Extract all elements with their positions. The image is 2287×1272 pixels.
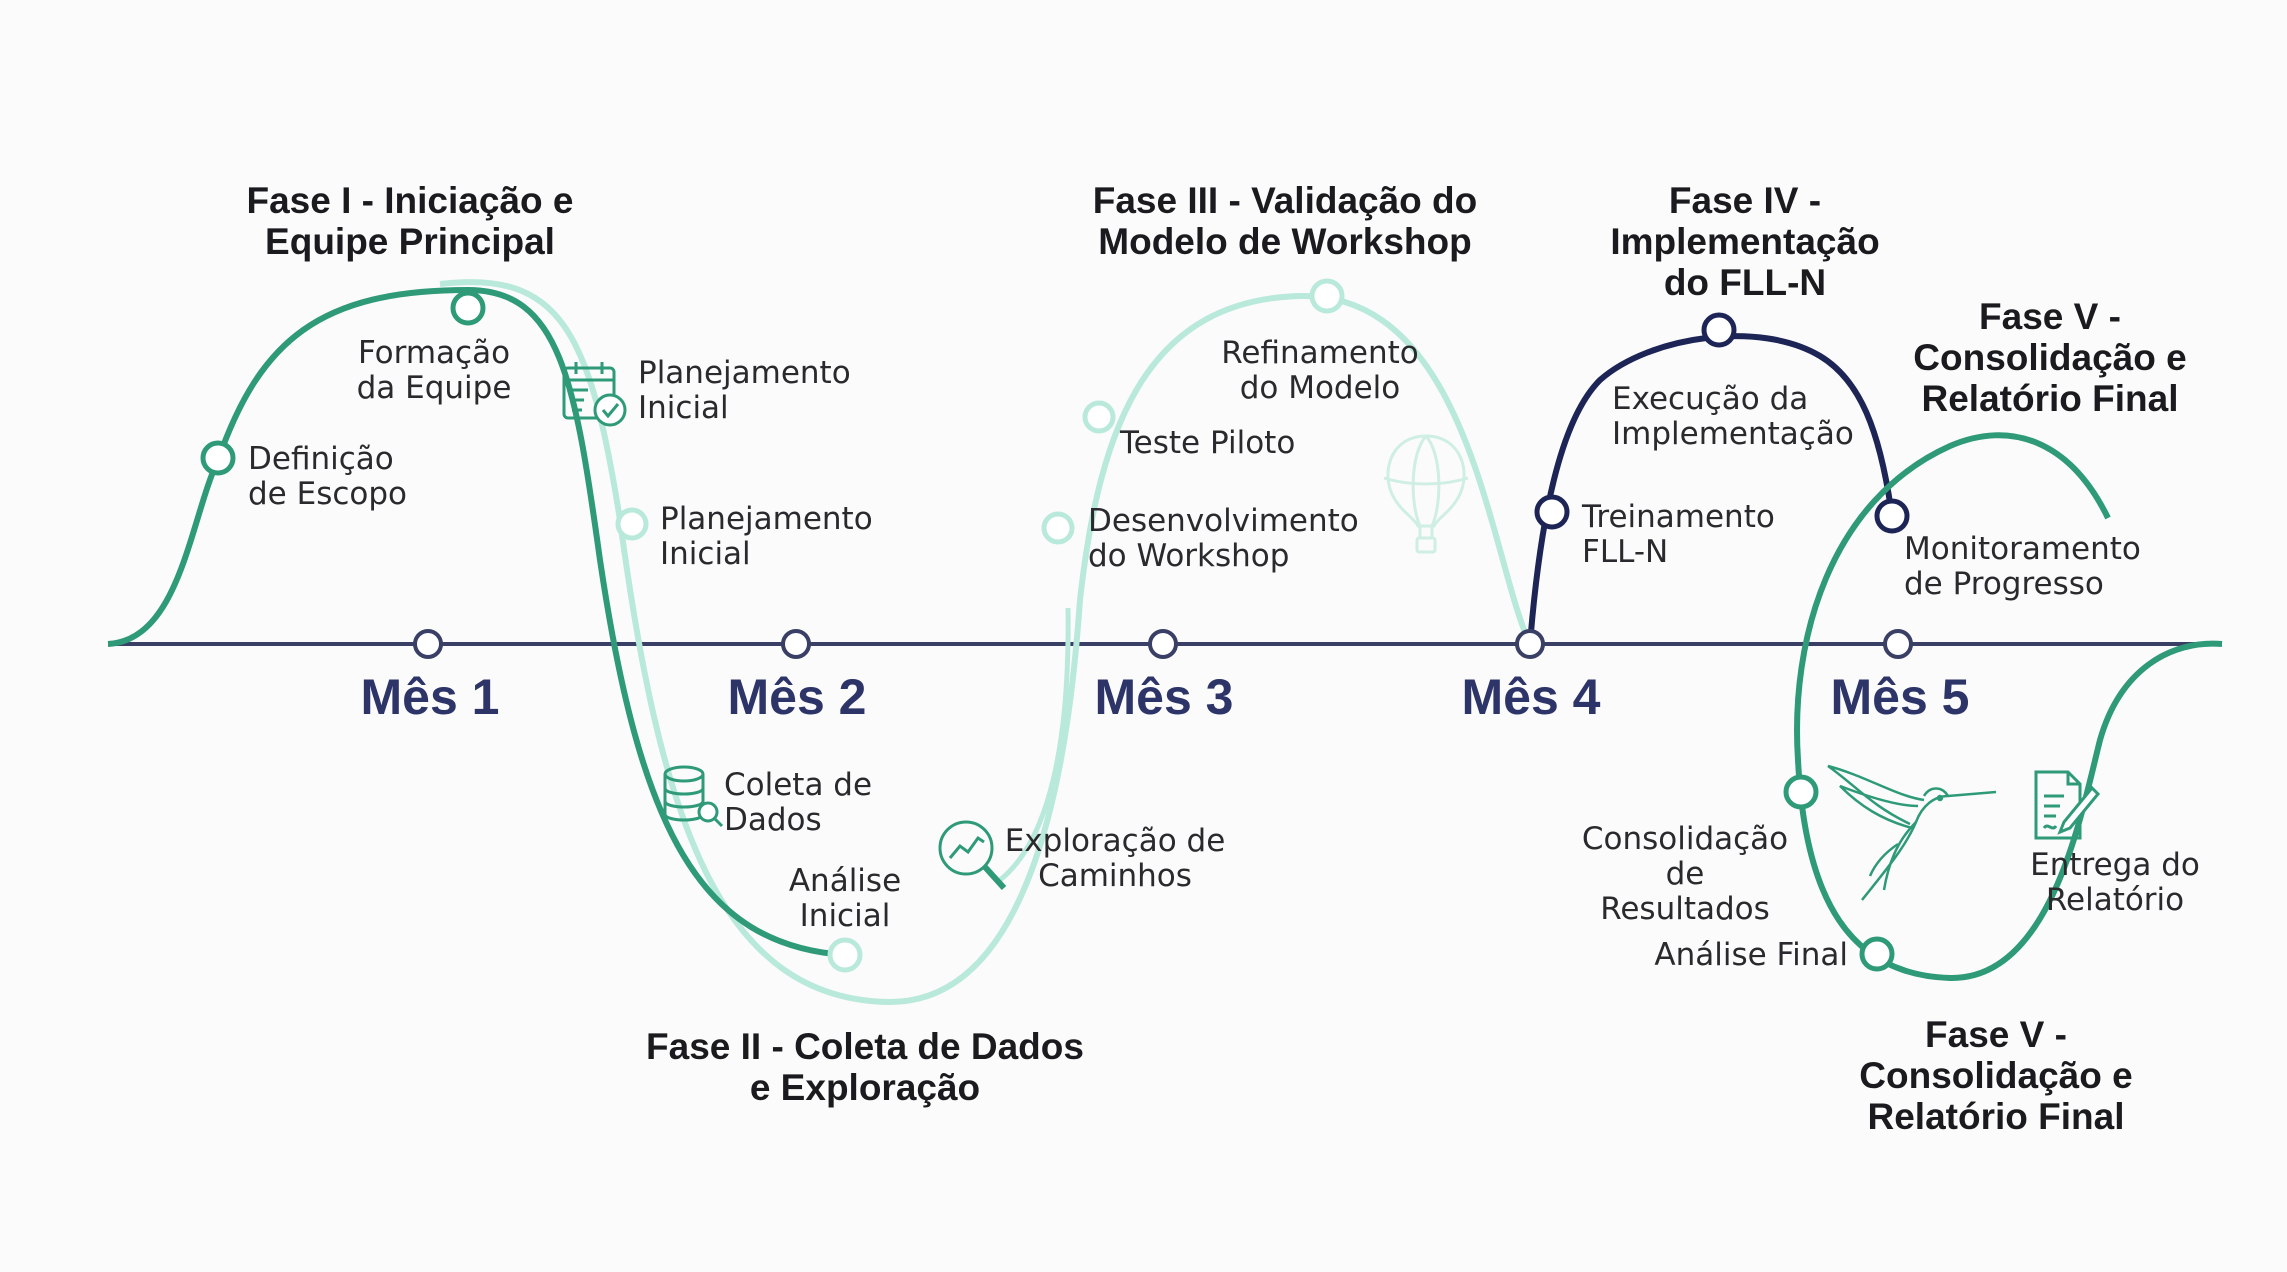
calendar-check-icon	[562, 362, 627, 427]
node-refinamento	[1309, 278, 1345, 314]
month-node-1	[413, 629, 443, 659]
month-node-3	[1148, 629, 1178, 659]
month-node-4	[1515, 629, 1545, 659]
node-desenvolvimento	[1041, 511, 1075, 545]
milestone-entrega: Entrega do Relatório	[2030, 847, 2200, 918]
milestone-refinamento: Refinamento do Modelo	[1221, 335, 1419, 406]
milestone-monitoramento: Monitoramento de Progresso	[1904, 531, 2141, 602]
node-treinamento	[1534, 494, 1570, 530]
month-node-5	[1883, 629, 1913, 659]
node-monitoramento	[1874, 498, 1910, 534]
month-node-2	[781, 629, 811, 659]
phase-5-title-top: Fase V - Consolidação e Relatório Final	[1913, 296, 2187, 419]
milestone-consolidacao: Consolidação de Resultados	[1581, 821, 1789, 927]
node-consolidacao	[1783, 774, 1819, 810]
phase-3-title: Fase III - Validação do Modelo de Worksh…	[1092, 180, 1478, 262]
phase-4-navy-arc	[1527, 333, 1895, 645]
hot-air-balloon-icon	[1383, 434, 1469, 554]
milestone-planejamento-b: Planejamento Inicial	[660, 501, 873, 572]
phase-5-green-loop	[1794, 432, 2223, 982]
node-teste	[1082, 400, 1116, 434]
milestone-execucao: Execução da Implementação	[1612, 381, 1854, 452]
node-formacao	[450, 290, 486, 326]
phase-4-title: Fase IV - Implementação do FLL-N	[1610, 180, 1880, 303]
month-nodes	[413, 629, 1913, 659]
milestone-coleta: Coleta de Dados	[724, 767, 873, 838]
phase-5-title-bottom: Fase V - Consolidação e Relatório Final	[1859, 1014, 2133, 1137]
milestone-analise-inicial: Análise Inicial	[788, 863, 902, 934]
hummingbird-icon	[1827, 764, 1997, 901]
node-planejamento-b	[615, 507, 649, 541]
milestone-definicao: Definição de Escopo	[248, 441, 407, 512]
node-analise-final	[1859, 936, 1895, 972]
phase-1-title: Fase I - Iniciação e Equipe Principal	[246, 180, 574, 262]
month-label-4: Mês 4	[1461, 669, 1601, 725]
database-icon	[663, 765, 724, 828]
month-label-2: Mês 2	[727, 669, 867, 725]
month-label-1: Mês 1	[360, 669, 500, 725]
exploration-mint-branch	[998, 607, 1071, 882]
node-execucao	[1701, 312, 1737, 348]
milestone-planejamento-a: Planejamento Inicial	[638, 355, 851, 426]
document-pen-icon	[2034, 770, 2101, 840]
phase-2-title: Fase II - Coleta de Dados e Exploração	[646, 1026, 1084, 1108]
phase-1-2-green-curve	[107, 286, 846, 958]
milestone-teste: Teste Piloto	[1120, 425, 1296, 461]
milestone-exploracao: Exploração de Caminhos	[1004, 823, 1226, 894]
month-label-3: Mês 3	[1094, 669, 1234, 725]
node-analise-inicial	[827, 937, 863, 973]
milestone-treinamento: Treinamento FLL-N	[1582, 499, 1775, 570]
node-definicao	[200, 440, 236, 476]
milestone-analise-final: Análise Final	[1654, 937, 1848, 973]
magnifier-chart-icon	[938, 820, 1007, 891]
milestone-formacao: Formação da Equipe	[356, 335, 512, 406]
milestone-desenvolvimento: Desenvolvimento do Workshop	[1088, 503, 1359, 574]
month-label-5: Mês 5	[1830, 669, 1970, 725]
